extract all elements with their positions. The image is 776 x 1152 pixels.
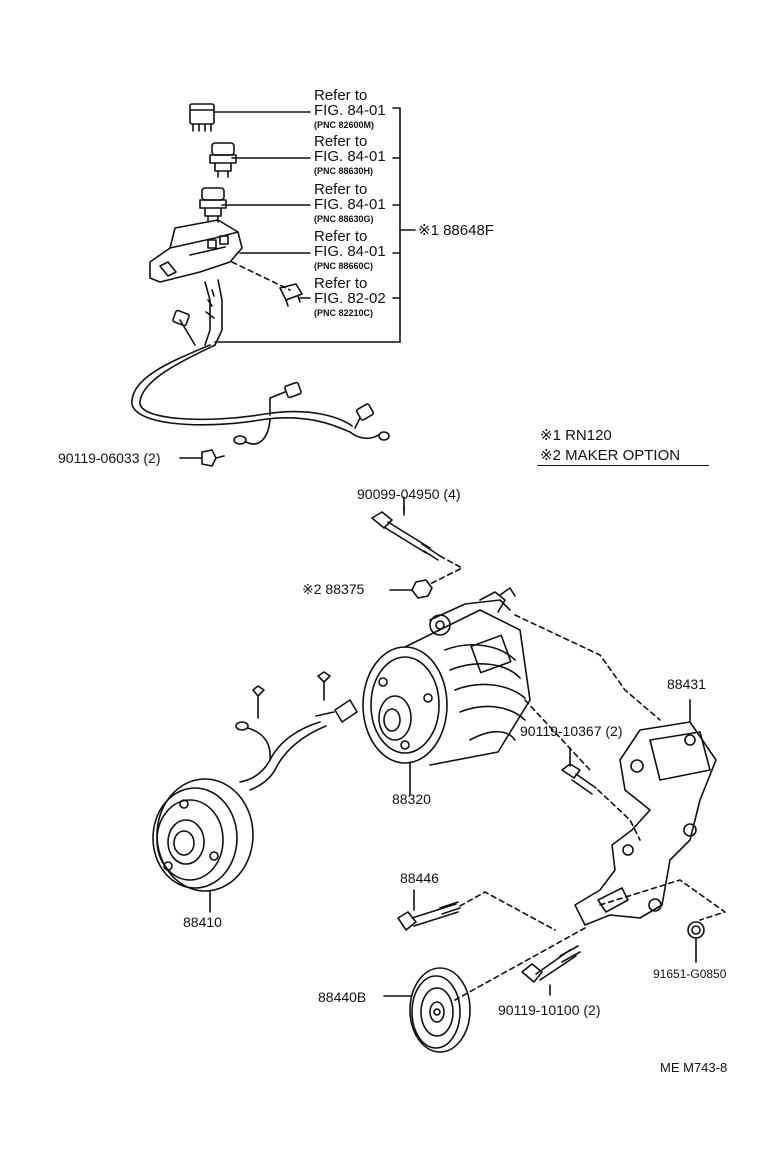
pnc-reference: (PNC 82210C)	[314, 308, 374, 318]
refer-to-text: Refer to	[314, 87, 368, 104]
refer-to-text: Refer to	[314, 228, 368, 245]
bolt-icon	[561, 747, 597, 795]
bolt-icon	[397, 889, 461, 931]
part-label-bolt-bracket: 90119-10367 (2)	[520, 723, 623, 739]
callout-leaders	[214, 107, 416, 343]
bolt-icon	[371, 505, 441, 561]
refer-to-text: Refer to	[314, 275, 368, 292]
figure-reference: FIG. 84-01	[314, 243, 386, 260]
pressure-switch-icon	[209, 142, 237, 178]
connector-icon	[279, 283, 303, 307]
reference-callout: Refer to FIG. 84-01 (PNC 82600M)	[314, 88, 386, 133]
pnc-reference: (PNC 88630H)	[314, 166, 374, 176]
group-part-label: ※1 88648F	[418, 222, 494, 239]
legend-note-2: ※2 MAKER OPTION	[540, 447, 681, 464]
part-label-clutch: 88410	[183, 914, 222, 930]
bolt-icon	[181, 449, 225, 467]
reference-callout: Refer to FIG. 82-02 (PNC 82210C)	[314, 276, 386, 321]
refer-to-text: Refer to	[314, 133, 368, 150]
refer-to-text: Refer to	[314, 181, 368, 198]
magnetic-clutch-icon	[152, 778, 254, 913]
part-label-screw-harness: 90119-06033 (2)	[58, 450, 161, 466]
figure-reference: FIG. 84-01	[314, 196, 386, 213]
part-label-compressor: 88320	[392, 791, 431, 807]
part-label-bracket: 88431	[667, 676, 706, 692]
connector-block-icon	[149, 219, 243, 283]
reference-callout: Refer to FIG. 84-01 (PNC 88630H)	[314, 134, 386, 179]
part-label-nut-bracket: 91651-G0850	[653, 967, 727, 981]
bracket-icon	[574, 699, 717, 926]
nut-icon	[389, 579, 433, 599]
legend-note-1: ※1 RN120	[540, 427, 612, 444]
pnc-reference: (PNC 88630G)	[314, 214, 374, 224]
pnc-reference: (PNC 82600M)	[314, 120, 375, 130]
wire-harness-icon	[131, 279, 390, 445]
pnc-reference: (PNC 88660C)	[314, 261, 374, 271]
legend-underline	[537, 465, 709, 466]
part-label-idler-pulley: 88440B	[318, 989, 367, 1005]
pressure-switch-icon	[199, 187, 227, 223]
figure-code: ME M743-8	[660, 1060, 728, 1075]
nut-icon	[687, 921, 705, 963]
part-label-nut-option: ※2 88375	[302, 581, 365, 597]
compressor-icon	[362, 587, 531, 796]
wire-harness-icon	[235, 671, 358, 791]
reference-callout: Refer to FIG. 84-01 (PNC 88630G)	[314, 182, 386, 227]
figure-reference: FIG. 82-02	[314, 290, 386, 307]
idler-pulley-icon	[383, 967, 471, 1053]
relay-icon	[189, 103, 215, 132]
part-label-bolt-top: 90099-04950 (4)	[357, 486, 461, 502]
part-label-bolt-idler: 88446	[400, 870, 439, 886]
figure-reference: FIG. 84-01	[314, 148, 386, 165]
part-label-bolt-long: 90119-10100 (2)	[498, 1002, 601, 1018]
reference-callout: Refer to FIG. 84-01 (PNC 88660C)	[314, 229, 386, 274]
bolt-icon	[521, 945, 581, 996]
figure-reference: FIG. 84-01	[314, 102, 386, 119]
